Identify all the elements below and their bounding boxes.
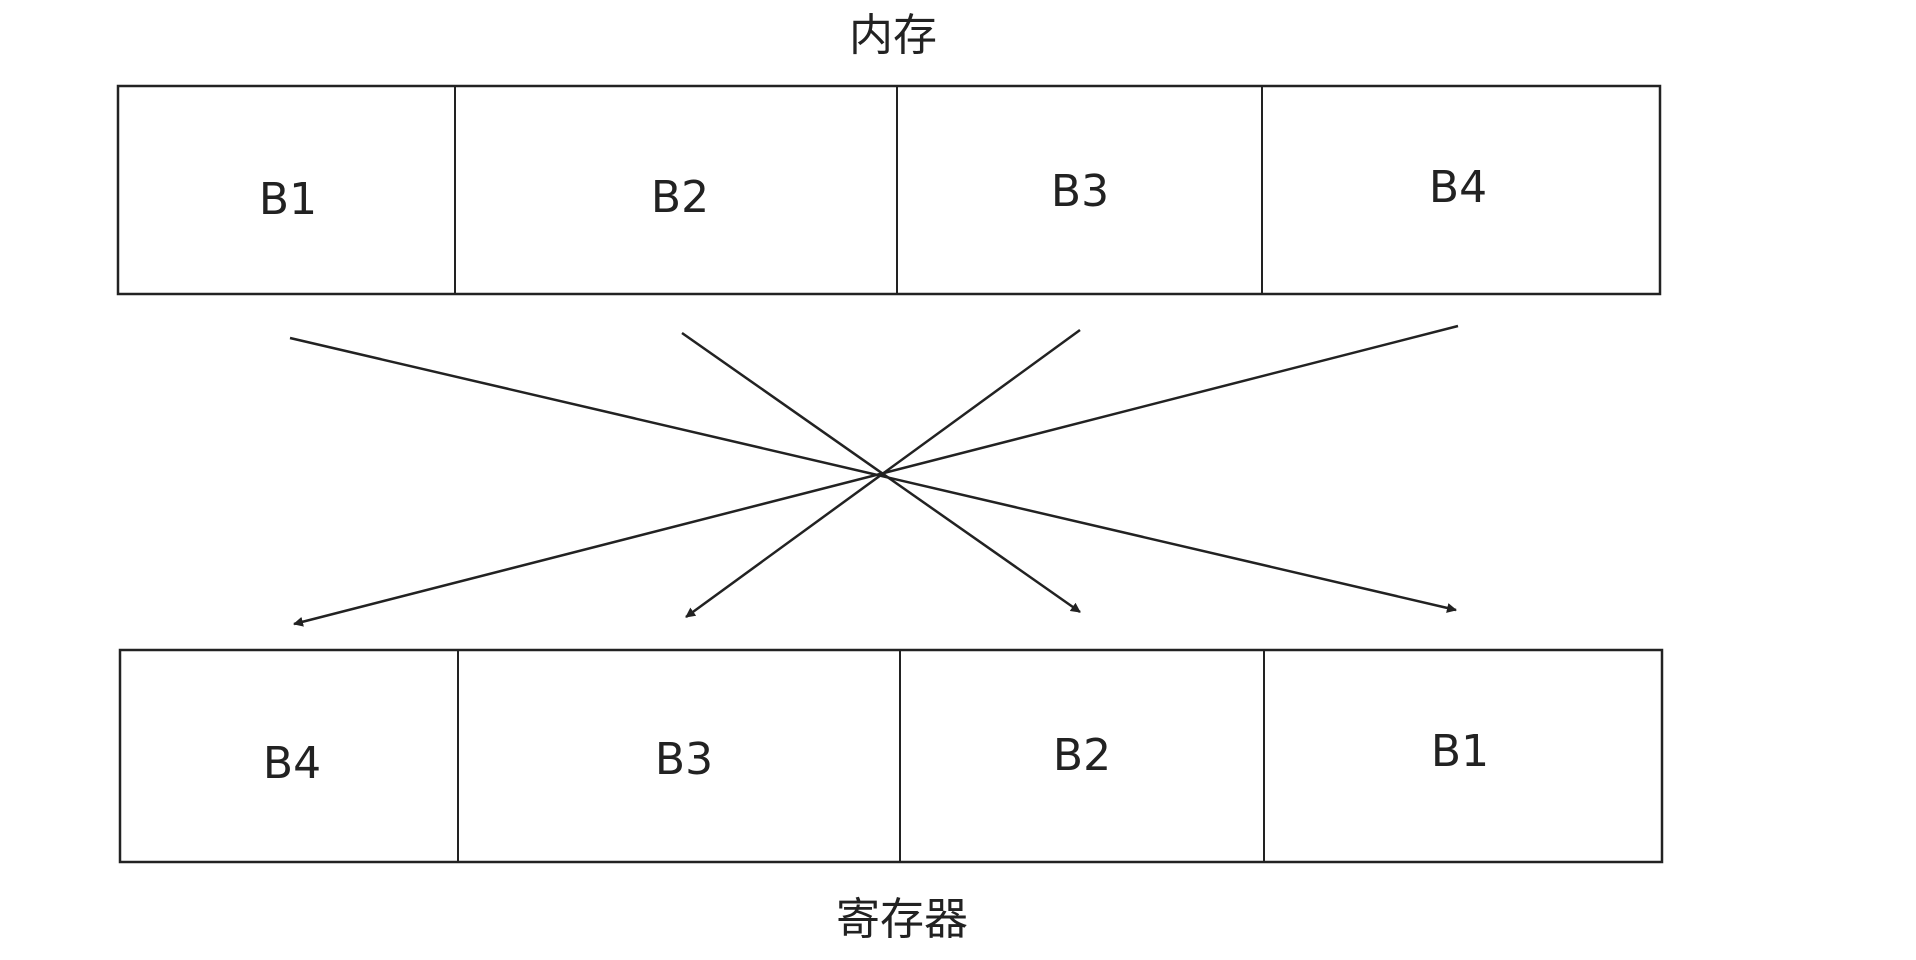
memory-block-4: B4: [1429, 162, 1487, 213]
memory-row-frame: [116, 84, 1662, 296]
register-block-4: B1: [1431, 726, 1489, 777]
memory-row: B1 B2 B3 B4: [116, 84, 1662, 296]
register-block-2: B3: [655, 734, 713, 785]
memory-block-2: B2: [651, 172, 709, 223]
register-row-frame: [118, 648, 1664, 864]
register-block-1: B4: [263, 738, 321, 789]
arrow-b1: [289, 336, 1457, 613]
memory-title: 内存: [849, 10, 937, 61]
memory-block-3: B3: [1051, 166, 1109, 217]
memory-block-1: B1: [259, 174, 317, 225]
arrow-b4: [293, 324, 1459, 627]
mapping-arrows: [289, 324, 1459, 627]
register-block-3: B2: [1053, 730, 1111, 781]
register-title: 寄存器: [836, 894, 968, 945]
register-row: B4 B3 B2 B1: [118, 648, 1664, 864]
